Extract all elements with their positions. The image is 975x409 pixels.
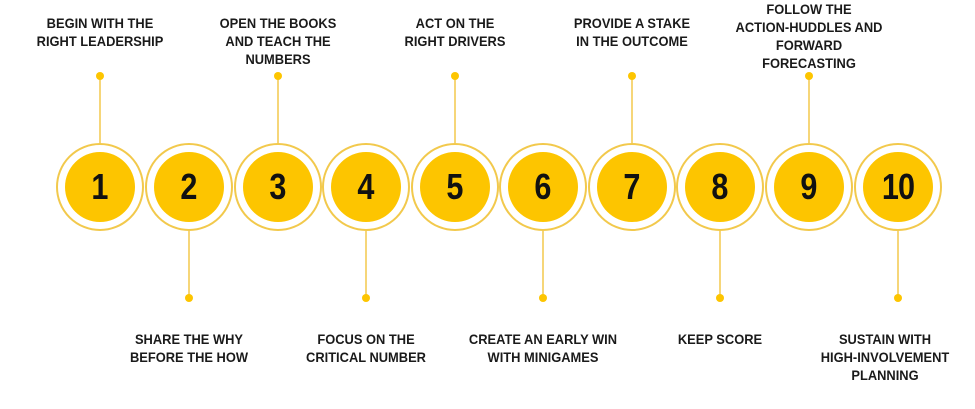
- step-number: 7: [623, 166, 641, 207]
- step-number: 10: [881, 166, 915, 207]
- connector-dot-10: [894, 294, 902, 302]
- step-number: 9: [800, 166, 818, 207]
- connector-dot-9: [805, 72, 813, 80]
- connector-dot-1: [96, 72, 104, 80]
- connector-dot-2: [185, 294, 193, 302]
- connector-dot-7: [628, 72, 636, 80]
- step-circle-1: 1: [56, 143, 144, 231]
- step-circle-fill: 9: [774, 152, 844, 222]
- step-circle-fill: 7: [597, 152, 667, 222]
- step-circle-fill: 8: [685, 152, 755, 222]
- step-circle-fill: 2: [154, 152, 224, 222]
- step-circle-fill: 6: [508, 152, 578, 222]
- step-circle-fill: 1: [65, 152, 135, 222]
- step-circle-fill: 10: [863, 152, 933, 222]
- step-circle-10: 10: [854, 143, 942, 231]
- step-circle-fill: 3: [243, 152, 313, 222]
- step-circle-8: 8: [676, 143, 764, 231]
- connector-dot-5: [451, 72, 459, 80]
- step-circle-7: 7: [588, 143, 676, 231]
- step-number: 4: [357, 166, 375, 207]
- step-label-8: KEEP SCORE: [677, 331, 763, 347]
- step-number: 6: [534, 166, 552, 207]
- step-circle-fill: 4: [331, 152, 401, 222]
- step-number: 1: [91, 166, 109, 207]
- connector-dot-4: [362, 294, 370, 302]
- step-circle-fill: 5: [420, 152, 490, 222]
- connector-dot-6: [539, 294, 547, 302]
- step-circle-2: 2: [145, 143, 233, 231]
- step-circle-3: 3: [234, 143, 322, 231]
- connector-dot-3: [274, 72, 282, 80]
- step-number: 2: [180, 166, 198, 207]
- step-circle-9: 9: [765, 143, 853, 231]
- step-number: 3: [269, 166, 287, 207]
- step-circle-5: 5: [411, 143, 499, 231]
- step-circle-4: 4: [322, 143, 410, 231]
- step-number: 8: [711, 166, 729, 207]
- connector-dot-8: [716, 294, 724, 302]
- step-number: 5: [446, 166, 464, 207]
- step-circle-6: 6: [499, 143, 587, 231]
